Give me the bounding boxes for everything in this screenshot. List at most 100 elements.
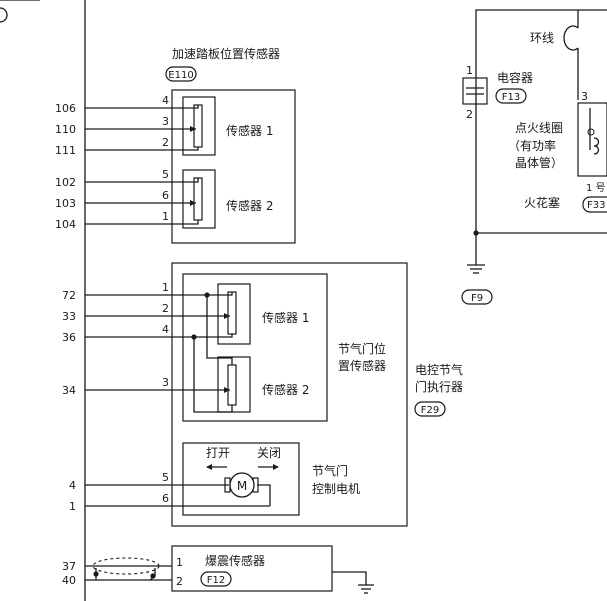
motor-label-line1: 节气门 bbox=[312, 463, 348, 478]
capacitor-connector-badge bbox=[495, 88, 527, 104]
wire-72-in2 bbox=[206, 295, 233, 365]
throttle-pin-3: 3 bbox=[162, 376, 169, 389]
knock-sensor-box bbox=[171, 545, 333, 592]
accel-pin-2: 2 bbox=[162, 136, 169, 149]
ecm-connector-mark bbox=[0, 7, 8, 23]
knock-sensor-title: 爆震传感器 bbox=[205, 553, 265, 568]
wire-36-in1 bbox=[194, 334, 233, 338]
ground-connector-label: F9 bbox=[471, 293, 483, 304]
ecm-pin-106: 106 bbox=[55, 102, 76, 115]
capacitor-pin-1: 1 bbox=[466, 64, 473, 77]
tps-pot2-resistor bbox=[227, 364, 237, 406]
knock-pin-1: 1 bbox=[176, 556, 183, 569]
coil-terminal-icon bbox=[587, 128, 595, 136]
tps-sensor2-box bbox=[217, 356, 251, 413]
ecm-pin-110: 110 bbox=[55, 123, 76, 136]
accel-pin-3: 3 bbox=[162, 115, 169, 128]
actuator-label-line2: 门执行器 bbox=[415, 379, 463, 394]
accel-pin-4: 4 bbox=[162, 94, 169, 107]
coil-label-1: 点火线圈 bbox=[515, 121, 563, 135]
tps-pot1-wiper bbox=[224, 313, 230, 319]
accel-sensor1-box bbox=[182, 96, 216, 156]
capacitor-pin-2: 2 bbox=[466, 108, 473, 121]
actuator-label-line1: 电控节气 bbox=[415, 362, 463, 377]
accel-connector-label: E110 bbox=[168, 70, 193, 81]
motor-open-label: 打开 bbox=[206, 446, 230, 460]
knock-pin-2: 2 bbox=[176, 575, 183, 588]
accel-connector-badge bbox=[165, 66, 197, 82]
throttle-pin-1: 1 bbox=[162, 281, 169, 294]
motor-return-wire bbox=[257, 484, 271, 506]
accel-pin-6: 6 bbox=[162, 189, 169, 202]
ecm-pin-40: 40 bbox=[62, 574, 76, 587]
tps-label-line1: 节气门位 bbox=[338, 341, 386, 356]
coil-pin-3: 3 bbox=[581, 90, 588, 103]
knock-connector-label: F12 bbox=[207, 575, 225, 586]
throttle-motor-box bbox=[182, 442, 300, 516]
throttle-pin-2: 2 bbox=[162, 302, 169, 315]
tps-label-line2: 置传感器 bbox=[338, 358, 386, 373]
wire-102-in bbox=[172, 178, 199, 183]
accel-sensor2-label: 传感器 2 bbox=[226, 198, 273, 213]
accel-pedal-box bbox=[171, 89, 296, 244]
ecm-pin-104: 104 bbox=[55, 218, 76, 231]
spark-connector-label: F33 bbox=[587, 200, 605, 211]
accel-sensor2-box bbox=[182, 169, 216, 229]
wire-36-in2 bbox=[193, 337, 233, 413]
accel-pot1-wiper bbox=[190, 126, 196, 132]
motor-open-arrowhead bbox=[206, 464, 212, 470]
shield-junction-left bbox=[93, 571, 99, 577]
ecm-pin-111: 111 bbox=[55, 144, 76, 157]
accel-pot2-wiper bbox=[190, 200, 196, 206]
accel-pot2-resistor bbox=[193, 177, 203, 221]
ignition-coil-box bbox=[577, 102, 607, 177]
tps-sensor1-box bbox=[217, 283, 251, 345]
accel-sensor1-label: 传感器 1 bbox=[226, 123, 273, 138]
coil-label-3: 晶体管） bbox=[515, 155, 563, 170]
wire-72-in1 bbox=[207, 292, 233, 296]
actuator-connector-label: F29 bbox=[421, 405, 439, 416]
motor-close-arrowhead bbox=[273, 464, 279, 470]
motor-close-label: 关闭 bbox=[257, 446, 281, 460]
ecm-pin-1: 1 bbox=[69, 500, 76, 513]
accel-pin-1: 1 bbox=[162, 210, 169, 223]
shield-junction-right bbox=[150, 573, 156, 579]
ignition-supply-wire bbox=[475, 9, 607, 233]
accel-pot1-resistor bbox=[193, 104, 203, 148]
ring-line-symbol bbox=[563, 25, 579, 51]
motor-symbol: M bbox=[237, 479, 247, 493]
ecm-pin-102: 102 bbox=[55, 176, 76, 189]
shield-outline bbox=[92, 557, 160, 575]
knock-connector-badge bbox=[200, 571, 232, 587]
ecm-pin-34: 34 bbox=[62, 384, 76, 397]
accel-pedal-title: 加速踏板位置传感器 bbox=[172, 46, 280, 61]
accel-pin-5: 5 bbox=[162, 168, 169, 181]
throttle-pin-4: 4 bbox=[162, 323, 169, 336]
ecm-pin-72: 72 bbox=[62, 289, 76, 302]
junction-36 bbox=[191, 334, 197, 340]
tps-pot2-wiper bbox=[224, 387, 230, 393]
motor-label-line2: 控制电机 bbox=[312, 482, 360, 496]
motor-pin-6: 6 bbox=[162, 492, 169, 505]
actuator-connector-badge bbox=[414, 401, 446, 417]
ecm-pin-33: 33 bbox=[62, 310, 76, 323]
capacitor-connector-label: F13 bbox=[502, 92, 520, 103]
tps-sensor2-label: 传感器 2 bbox=[262, 382, 309, 397]
tps-box bbox=[182, 273, 328, 422]
ecm-pin-36: 36 bbox=[62, 331, 76, 344]
motor-pin-5: 5 bbox=[162, 471, 169, 484]
ground-connector-badge bbox=[461, 289, 493, 305]
motor-icon bbox=[229, 472, 255, 498]
wire-104-in bbox=[172, 220, 199, 225]
capacitor-box bbox=[462, 77, 488, 105]
junction-72 bbox=[204, 292, 210, 298]
ecm-pin-4: 4 bbox=[69, 479, 76, 492]
wire-106-in bbox=[172, 105, 199, 109]
cylinder-label: 1 号 bbox=[586, 182, 606, 194]
ecm-pin-103: 103 bbox=[55, 197, 76, 210]
ecm-pin-37: 37 bbox=[62, 560, 76, 573]
coil-label-2: （有功率 bbox=[508, 138, 556, 153]
tps-sensor1-label: 传感器 1 bbox=[262, 310, 309, 325]
throttle-actuator-box bbox=[171, 262, 408, 527]
